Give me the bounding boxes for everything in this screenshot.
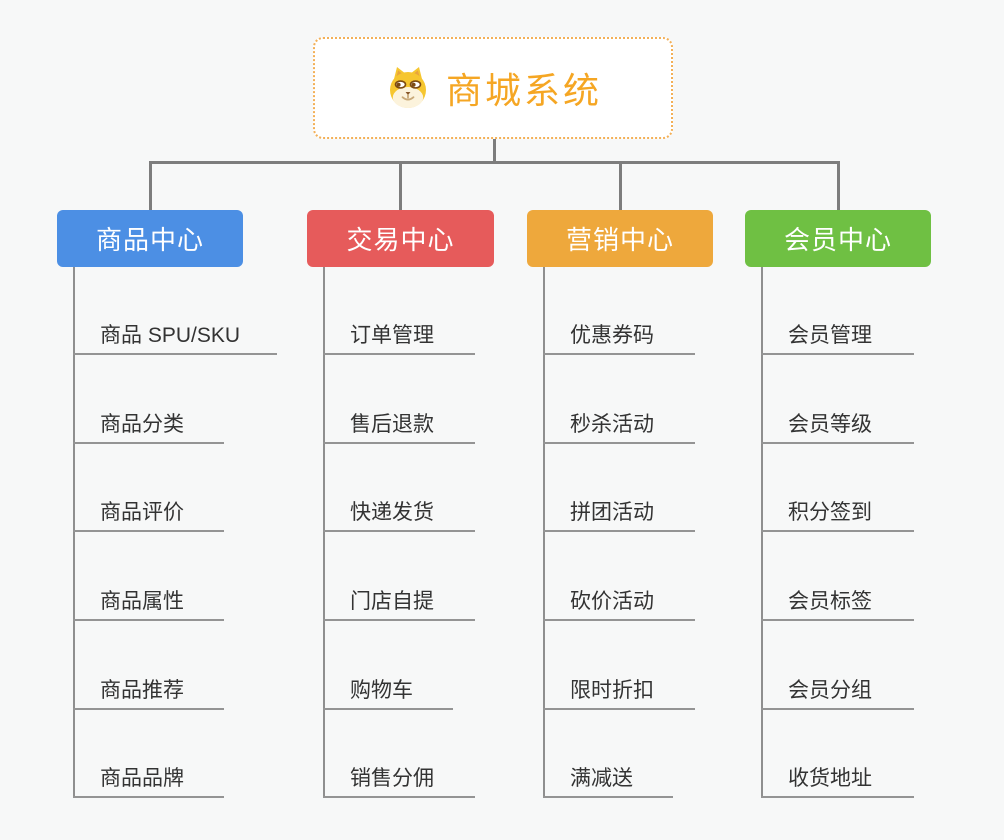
- leaf-node-bargain-activity[interactable]: 砍价活动: [543, 587, 695, 621]
- leaf-node-flash-sale[interactable]: 秒杀活动: [543, 410, 695, 444]
- branch-node-trade-center[interactable]: 交易中心: [307, 210, 494, 267]
- leaf-node-store-pickup[interactable]: 门店自提: [323, 587, 475, 621]
- root-node[interactable]: 商城系统: [313, 37, 673, 139]
- connector-drop-marketing: [619, 161, 622, 210]
- spine-line-product: [73, 267, 75, 798]
- branch-node-member-center[interactable]: 会员中心: [745, 210, 931, 267]
- leaf-node-coupon-code[interactable]: 优惠券码: [543, 321, 695, 355]
- leaf-node-member-level[interactable]: 会员等级: [761, 410, 914, 444]
- connector-bus: [149, 161, 840, 164]
- spine-line-member: [761, 267, 763, 798]
- leaf-node-product-spu-sku[interactable]: 商品 SPU/SKU: [73, 321, 277, 355]
- leaf-node-product-review[interactable]: 商品评价: [73, 498, 224, 532]
- leaf-node-product-recommend[interactable]: 商品推荐: [73, 676, 224, 710]
- connector-drop-product: [149, 161, 152, 210]
- branch-label: 交易中心: [346, 225, 455, 255]
- leaf-node-points-checkin[interactable]: 积分签到: [761, 498, 914, 532]
- connector-root-stub: [493, 139, 496, 164]
- branch-node-marketing-center[interactable]: 营销中心: [527, 210, 713, 267]
- branch-label: 商品中心: [95, 225, 204, 255]
- branch-label: 会员中心: [783, 225, 892, 255]
- leaf-node-product-attribute[interactable]: 商品属性: [73, 587, 224, 621]
- leaf-node-product-category[interactable]: 商品分类: [73, 410, 224, 444]
- leaf-node-full-reduction[interactable]: 满减送: [543, 764, 673, 798]
- leaf-node-member-tag[interactable]: 会员标签: [761, 587, 914, 621]
- branch-label: 营销中心: [565, 225, 674, 255]
- leaf-node-after-sales-refund[interactable]: 售后退款: [323, 410, 475, 444]
- dog-face-icon: [389, 67, 426, 108]
- leaf-node-product-brand[interactable]: 商品品牌: [73, 764, 224, 798]
- connector-drop-member: [837, 161, 840, 210]
- spine-line-trade: [323, 267, 325, 798]
- leaf-node-sales-commission[interactable]: 销售分佣: [323, 764, 475, 798]
- leaf-node-shipping-address[interactable]: 收货地址: [761, 764, 914, 798]
- leaf-node-group-buy[interactable]: 拼团活动: [543, 498, 695, 532]
- leaf-node-member-management[interactable]: 会员管理: [761, 321, 914, 355]
- connector-drop-trade: [399, 161, 402, 210]
- root-node-label: 商城系统: [445, 70, 602, 111]
- leaf-node-member-group[interactable]: 会员分组: [761, 676, 914, 710]
- leaf-node-limited-time-discount[interactable]: 限时折扣: [543, 676, 695, 710]
- branch-node-product-center[interactable]: 商品中心: [57, 210, 243, 267]
- leaf-node-express-delivery[interactable]: 快递发货: [323, 498, 475, 532]
- leaf-node-order-management[interactable]: 订单管理: [323, 321, 475, 355]
- spine-line-marketing: [543, 267, 545, 798]
- leaf-node-shopping-cart[interactable]: 购物车: [323, 676, 453, 710]
